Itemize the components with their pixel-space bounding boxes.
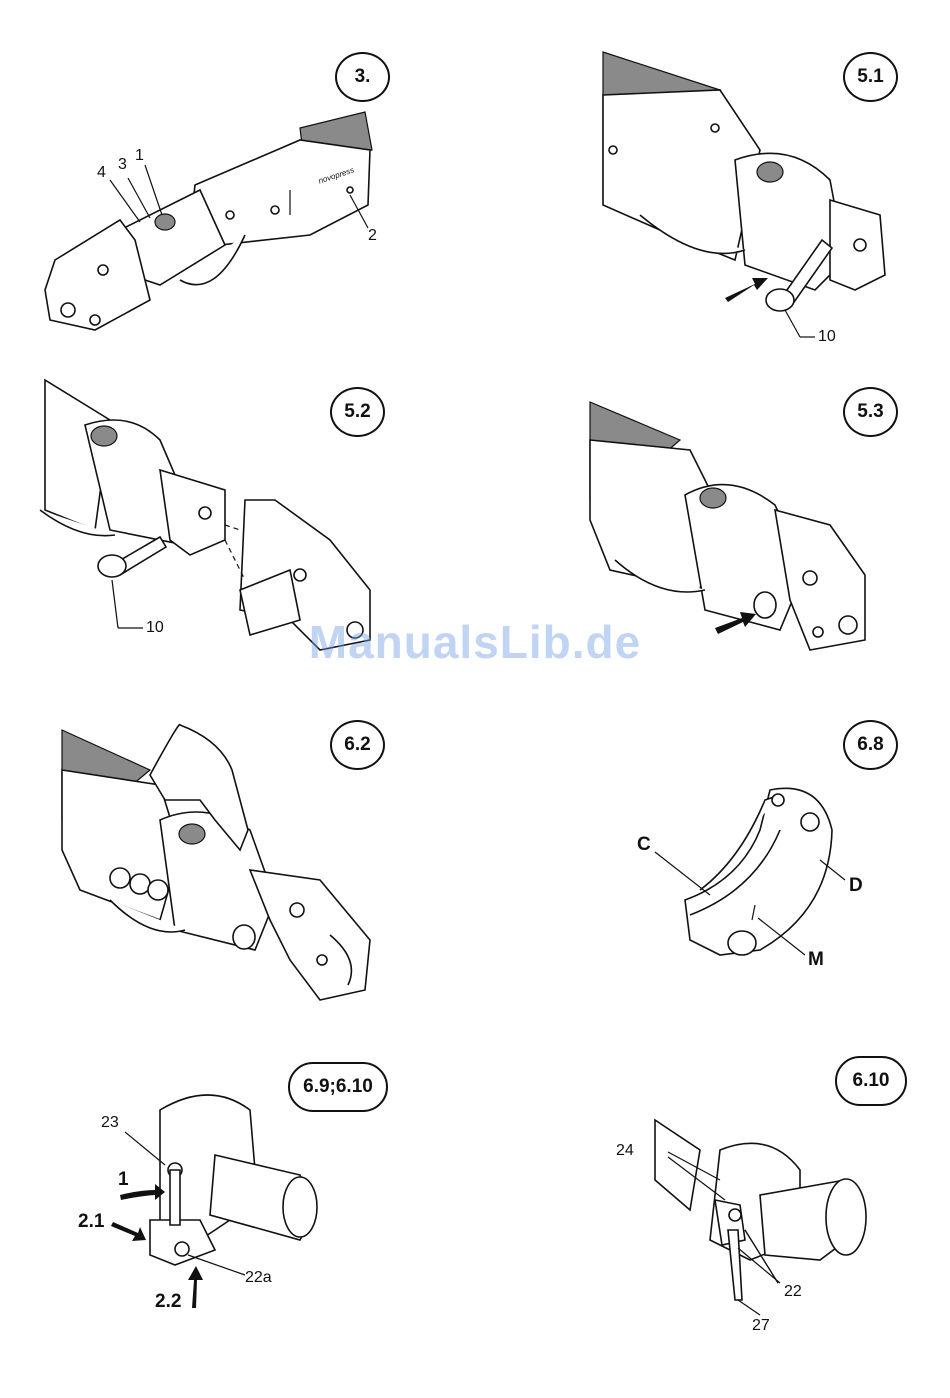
figure-5-1-drawing	[603, 52, 885, 337]
figure-badge-3: 3.	[335, 52, 390, 102]
figure-6-10-drawing	[655, 1120, 866, 1315]
watermark: ManualsLib.de	[0, 615, 950, 669]
figure-5-3-drawing	[590, 402, 865, 650]
figure-badge-6-2: 6.2	[330, 720, 385, 770]
figure-6-9-drawing	[111, 1095, 317, 1308]
figure-badge-6-10: 6.10	[835, 1056, 907, 1106]
figure-badge-5-2: 5.2	[330, 387, 385, 437]
figure-6-8-drawing	[655, 788, 845, 955]
figure-badge-6-8: 6.8	[843, 720, 898, 770]
callout-22: 22	[784, 1284, 802, 1300]
callout-24: 24	[616, 1143, 634, 1159]
figure-badge-5-1: 5.1	[843, 52, 898, 102]
callout-23: 23	[101, 1115, 119, 1131]
callout-c: C	[637, 835, 651, 854]
callout-27: 27	[752, 1318, 770, 1334]
callout-step-1: 1	[118, 1170, 129, 1189]
figure-5-2-drawing	[40, 380, 370, 650]
callout-step-2-1: 2.1	[78, 1212, 104, 1231]
callout-3: 3	[118, 157, 127, 173]
figure-6-2-drawing	[62, 725, 370, 1000]
callout-4: 4	[97, 165, 106, 181]
callout-1: 1	[135, 148, 144, 164]
callout-step-2-2: 2.2	[155, 1292, 181, 1311]
callout-22a: 22a	[245, 1270, 272, 1286]
figure-badge-6-9-6-10: 6.9;6.10	[288, 1062, 388, 1112]
callout-m: M	[808, 950, 824, 969]
figure-3-drawing	[45, 112, 372, 330]
callout-d: D	[849, 876, 863, 895]
callout-10-fig-5-1: 10	[818, 329, 836, 345]
figure-badge-5-3: 5.3	[843, 387, 898, 437]
callout-2: 2	[368, 228, 377, 244]
